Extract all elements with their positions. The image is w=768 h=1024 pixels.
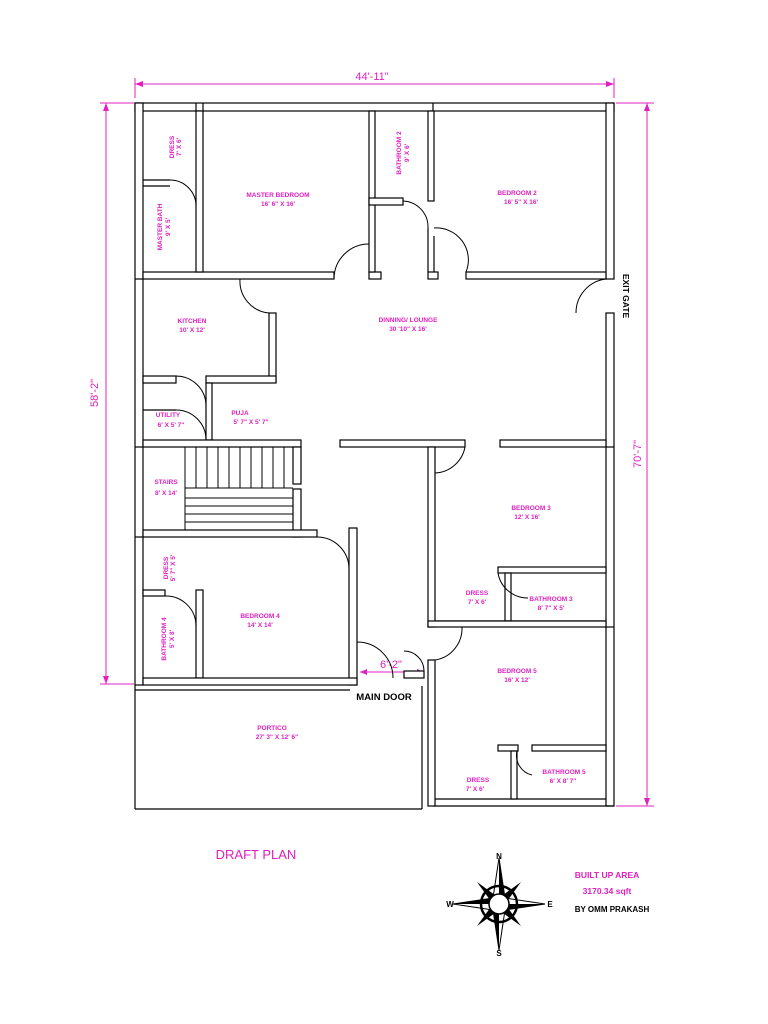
staircase (184, 447, 293, 530)
draft-plan-title: DRAFT PLAN (216, 847, 297, 862)
room-kitchen-size: 10' X 12' (179, 327, 205, 334)
room-bathroom3-name: BATHROOM 3 (529, 596, 573, 603)
room-bathroom5-size: 6' X 8' 7" (550, 778, 577, 785)
room-bathroom3-size: 8' 7" X 5' (538, 605, 565, 612)
built-up-area-label: BUILT UP AREA (575, 870, 640, 880)
room-utility-name: UTILITY (156, 412, 181, 419)
room-kitchen-name: KITCHEN (178, 318, 207, 325)
main-door-label: MAIN DOOR (356, 692, 412, 703)
built-up-area-value: 3170.34 sqft (583, 886, 632, 896)
room-bathroom2-name: BATHROOM 2 (396, 131, 403, 175)
room-bathroom4-size: 5' X 8' (169, 629, 176, 648)
room-dress5-name: DRESS (467, 777, 490, 784)
room-dress1-name: DRESS (169, 135, 176, 158)
room-dining-size: 30 '10" X 16' (389, 326, 427, 333)
outer-walls (134, 102, 615, 807)
room-bedroom3-size: 12' X 16' (514, 514, 540, 521)
room-portico-name: PORTICO (257, 725, 287, 732)
room-bedroom4-size: 14' X 14' (247, 622, 273, 629)
room-stairs-name: STAIRS (154, 479, 178, 486)
room-puja-size: 5' 7" X 5' 7" (233, 419, 268, 426)
room-bathroom4-name: BATHROOM 4 (161, 617, 168, 661)
room-bedroom2-name: BEDROOM 2 (497, 190, 537, 197)
room-bedroom3-name: BEDROOM 3 (511, 505, 551, 512)
room-labels: DRESS 7' X 6' MASTER BATH 9' X 5' MASTER… (154, 131, 586, 793)
dimension-top: 44'-11" (355, 71, 388, 83)
room-dress5-size: 7' X 6' (466, 786, 485, 793)
room-dress1-size: 7' X 6' (176, 137, 183, 156)
compass-e: E (547, 900, 553, 909)
exit-gate-label: EXIT GATE (621, 274, 631, 319)
dimension-lines (100, 78, 654, 807)
room-bedroom2-size: 16' 5" X 16' (504, 199, 538, 206)
room-bedroom5-name: BEDROOM 5 (497, 668, 537, 675)
room-dress4-name: DRESS (163, 556, 170, 579)
compass-w: W (446, 900, 454, 909)
dimension-left: 58'-2" (89, 379, 101, 407)
door-swings (164, 179, 607, 776)
room-bedroom4-name: BEDROOM 4 (240, 613, 280, 620)
room-master-bedroom-name: MASTER BEDROOM (246, 192, 309, 199)
room-bathroom5-name: BATHROOM 5 (542, 769, 586, 776)
room-stairs-size: 8' X 14' (155, 490, 177, 497)
compass-n: N (496, 852, 502, 861)
room-dress3-size: 7' X 6' (468, 599, 487, 606)
compass-rose-icon (452, 857, 546, 951)
room-dining-name: DINNING/ LOUNGE (379, 317, 439, 324)
room-utility-size: 6' X 5' 7" (158, 422, 185, 429)
compass-s: S (496, 949, 502, 958)
author-label: BY OMM PRAKASH (575, 905, 650, 914)
room-bathroom2-size: 9' X 6' (404, 143, 411, 162)
room-bedroom5-size: 16' X 12' (504, 677, 530, 684)
room-master-bedroom-size: 16' 6" X 16' (261, 201, 295, 208)
room-dress3-name: DRESS (466, 590, 489, 597)
room-masterbath-size: 9' X 5' (165, 217, 172, 236)
room-puja-name: PUJA (231, 410, 249, 417)
dimension-right: 70'-7" (632, 440, 644, 468)
room-dress4-size: 5' 7" X 5' (170, 554, 177, 581)
interior-walls (134, 110, 607, 810)
room-masterbath-name: MASTER BATH (157, 203, 164, 250)
room-portico-size: 27' 3" X 12' 6" (256, 734, 299, 741)
